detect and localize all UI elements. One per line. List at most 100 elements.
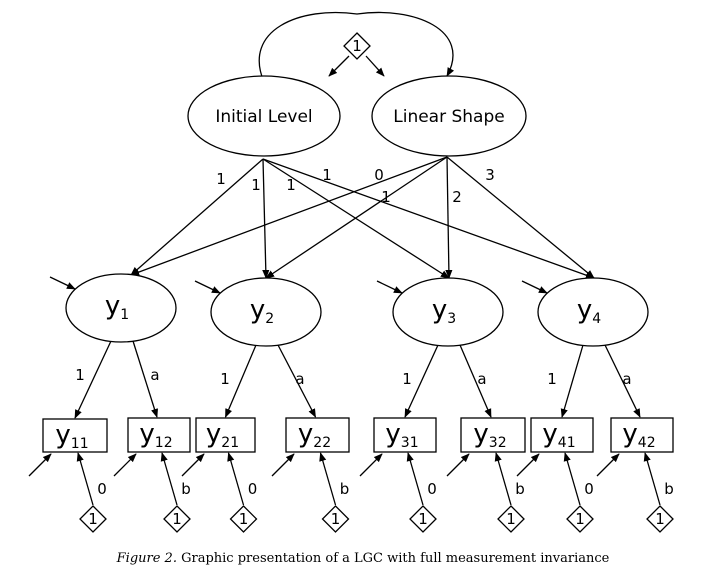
level-loading-label-1: 1 <box>216 170 226 188</box>
level-loading-arrow-4 <box>262 158 595 279</box>
shape-loading-arrow-3 <box>445 156 453 279</box>
shape-loading-label-1: 0 <box>374 166 384 184</box>
indicator-loading-label-y32: a <box>477 370 486 388</box>
indicator-y42 <box>610 417 674 453</box>
latent-factor-shape-label: Linear Shape <box>393 107 504 127</box>
figure-caption-text: Graphic presentation of a LGC with full … <box>181 551 610 566</box>
level-loading-arrow-2 <box>262 158 270 279</box>
factor-covariance-arc <box>258 11 455 91</box>
top-constant-diamond <box>343 32 371 60</box>
top-constant-diamond-label: 1 <box>352 37 362 55</box>
indicator-y22-label: y22 <box>298 419 331 451</box>
residual-arrow-y42 <box>596 453 620 477</box>
indicator-loading-arrow-y32 <box>459 344 492 418</box>
indicator-loading-arrow-y31 <box>404 344 439 418</box>
latent-factor-shape <box>371 75 527 157</box>
indicator-y12-label: y12 <box>139 419 172 451</box>
disturbance-arrow-y4 <box>521 280 548 294</box>
indicator-loading-arrow-y12 <box>132 340 158 418</box>
latent-y2 <box>210 277 322 347</box>
intercept-arrow-y11 <box>76 452 94 506</box>
residual-arrow-y11 <box>28 453 52 477</box>
indicator-y21 <box>195 417 256 453</box>
level-loading-label-2: 1 <box>251 176 261 194</box>
indicator-loading-arrow-y41 <box>560 344 584 418</box>
indicator-y21-label: y21 <box>206 419 239 451</box>
indicator-y11 <box>42 418 108 453</box>
level-loading-arrow-1 <box>130 158 264 276</box>
latent-y1-label: y1 <box>105 291 129 323</box>
intercept-constant-y31 <box>409 505 437 533</box>
latent-y4-label: y4 <box>577 295 601 327</box>
intercept-constant-y21 <box>229 505 258 533</box>
indicator-y12 <box>127 417 191 453</box>
residual-arrow-y21 <box>181 453 205 477</box>
intercept-label-y22: b <box>340 480 350 498</box>
latent-y3-label: y3 <box>432 295 456 327</box>
indicator-y41 <box>530 417 594 453</box>
residual-arrow-y32 <box>446 453 470 477</box>
intercept-arrow-y22 <box>319 452 337 506</box>
residual-arrow-y31 <box>359 453 383 477</box>
latent-y1 <box>65 273 177 343</box>
intercept-constant-y12-label: 1 <box>172 510 182 528</box>
intercept-label-y11: 0 <box>97 480 107 498</box>
intercept-arrow-y12 <box>160 452 178 506</box>
intercept-label-y41: 0 <box>584 480 594 498</box>
residual-arrow-y12 <box>113 453 137 477</box>
indicator-loading-arrow-y11 <box>74 340 112 419</box>
figure-caption: Figure 2. Graphic presentation of a LGC … <box>0 551 726 566</box>
intercept-constant-y42 <box>646 505 674 533</box>
intercept-label-y31: 0 <box>427 480 437 498</box>
indicator-loading-arrow-y42 <box>604 344 641 418</box>
indicator-y32 <box>460 417 526 453</box>
level-loading-label-3: 1 <box>286 176 296 194</box>
intercept-constant-y22-label: 1 <box>331 510 341 528</box>
indicator-loading-label-y22: a <box>295 370 304 388</box>
intercept-arrow-y42 <box>643 452 661 506</box>
shape-loading-arrow-4 <box>446 156 595 279</box>
indicator-loading-label-y42: a <box>622 370 631 388</box>
shape-loading-label-2: 1 <box>381 188 391 206</box>
residual-arrow-y22 <box>271 453 295 477</box>
intercept-constant-y12 <box>163 505 191 533</box>
intercept-constant-y42-label: 1 <box>655 510 665 528</box>
indicator-y11-label: y11 <box>55 420 88 452</box>
residual-arrow-y41 <box>516 453 540 477</box>
latent-y3 <box>392 277 504 347</box>
latent-y4 <box>537 277 649 347</box>
intercept-constant-y11-label: 1 <box>88 510 98 528</box>
constant-to-initial-level-arrow <box>328 55 350 77</box>
indicator-loading-arrow-y21 <box>224 344 257 418</box>
indicator-y22 <box>285 417 350 453</box>
intercept-label-y21: 0 <box>248 480 258 498</box>
intercept-constant-y32 <box>497 505 525 533</box>
indicator-loading-label-y11: 1 <box>75 366 85 384</box>
intercept-constant-y41-label: 1 <box>575 510 585 528</box>
intercept-constant-y41 <box>566 505 594 533</box>
intercept-constant-y31-label: 1 <box>418 510 428 528</box>
indicator-y32-label: y32 <box>473 419 506 451</box>
intercept-label-y12: b <box>181 480 191 498</box>
shape-loading-label-4: 3 <box>485 166 495 184</box>
disturbance-arrow-y3 <box>376 280 403 294</box>
intercept-arrow-y31 <box>406 452 424 506</box>
figure-number: Figure 2. <box>116 551 177 566</box>
indicator-loading-label-y21: 1 <box>220 370 230 388</box>
intercept-arrow-y41 <box>563 452 581 506</box>
intercept-constant-y11 <box>79 505 107 533</box>
shape-loading-label-3: 2 <box>452 188 462 206</box>
latent-factor-initial <box>187 75 341 157</box>
intercept-constant-y21-label: 1 <box>239 510 249 528</box>
indicator-loading-label-y41: 1 <box>547 370 557 388</box>
latent-factor-initial-label: Initial Level <box>215 107 312 127</box>
level-loading-label-4: 1 <box>322 166 332 184</box>
shape-loading-arrow-2 <box>265 156 448 279</box>
indicator-loading-arrow-y22 <box>277 344 317 418</box>
shape-loading-arrow-1 <box>130 156 448 276</box>
constant-to-linear-shape-arrow <box>365 55 385 77</box>
level-loading-arrow-3 <box>262 158 450 279</box>
intercept-label-y32: b <box>515 480 525 498</box>
indicator-y31 <box>373 417 437 453</box>
